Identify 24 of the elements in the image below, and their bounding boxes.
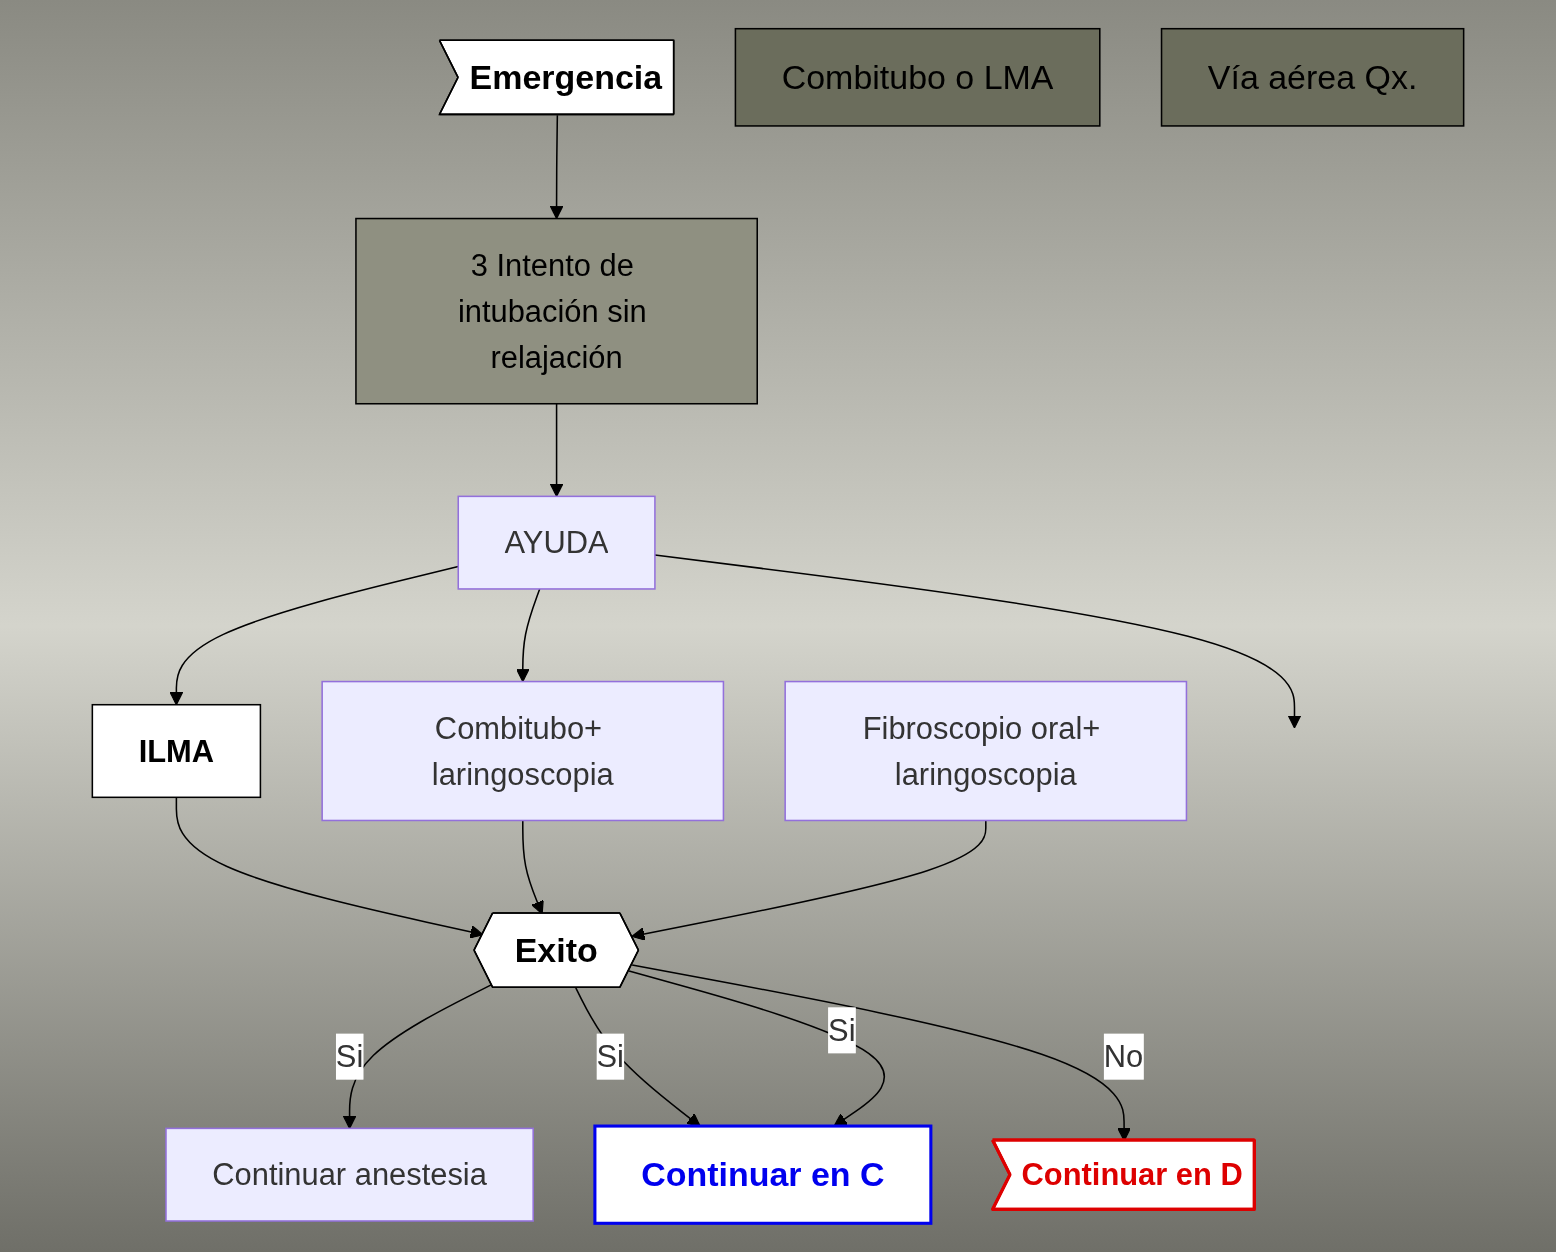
edge-label: Si bbox=[335, 1039, 364, 1074]
edge-label: Si bbox=[596, 1039, 624, 1074]
arrow bbox=[175, 796, 484, 939]
arrow bbox=[549, 403, 564, 497]
edge-label: No bbox=[1103, 1039, 1144, 1074]
arrow bbox=[342, 983, 493, 1129]
node-box: ILMA bbox=[91, 703, 262, 799]
arrow bbox=[575, 987, 701, 1127]
arrow bbox=[516, 588, 541, 683]
node-box: Combitubo+ laringoscopia bbox=[321, 680, 725, 822]
node-box: Vía aérea Qx. bbox=[1160, 27, 1465, 127]
arrow bbox=[169, 565, 459, 706]
node-box: Continuar en C bbox=[593, 1124, 933, 1225]
node-box: AYUDA bbox=[457, 495, 656, 590]
arrow bbox=[522, 819, 544, 915]
arrow bbox=[631, 819, 987, 941]
edge-label: Si bbox=[828, 1013, 856, 1048]
arrow bbox=[549, 114, 564, 220]
node-box: Continuar anestesia bbox=[165, 1127, 534, 1222]
node-box: Fibroscopio oral+ laringoscopia bbox=[784, 680, 1188, 822]
node-box: 3 Intento de intubación sin relajación bbox=[355, 217, 758, 405]
arrow bbox=[654, 554, 1302, 729]
node-box: Combitubo o LMA bbox=[734, 27, 1101, 127]
arrow bbox=[628, 970, 886, 1127]
